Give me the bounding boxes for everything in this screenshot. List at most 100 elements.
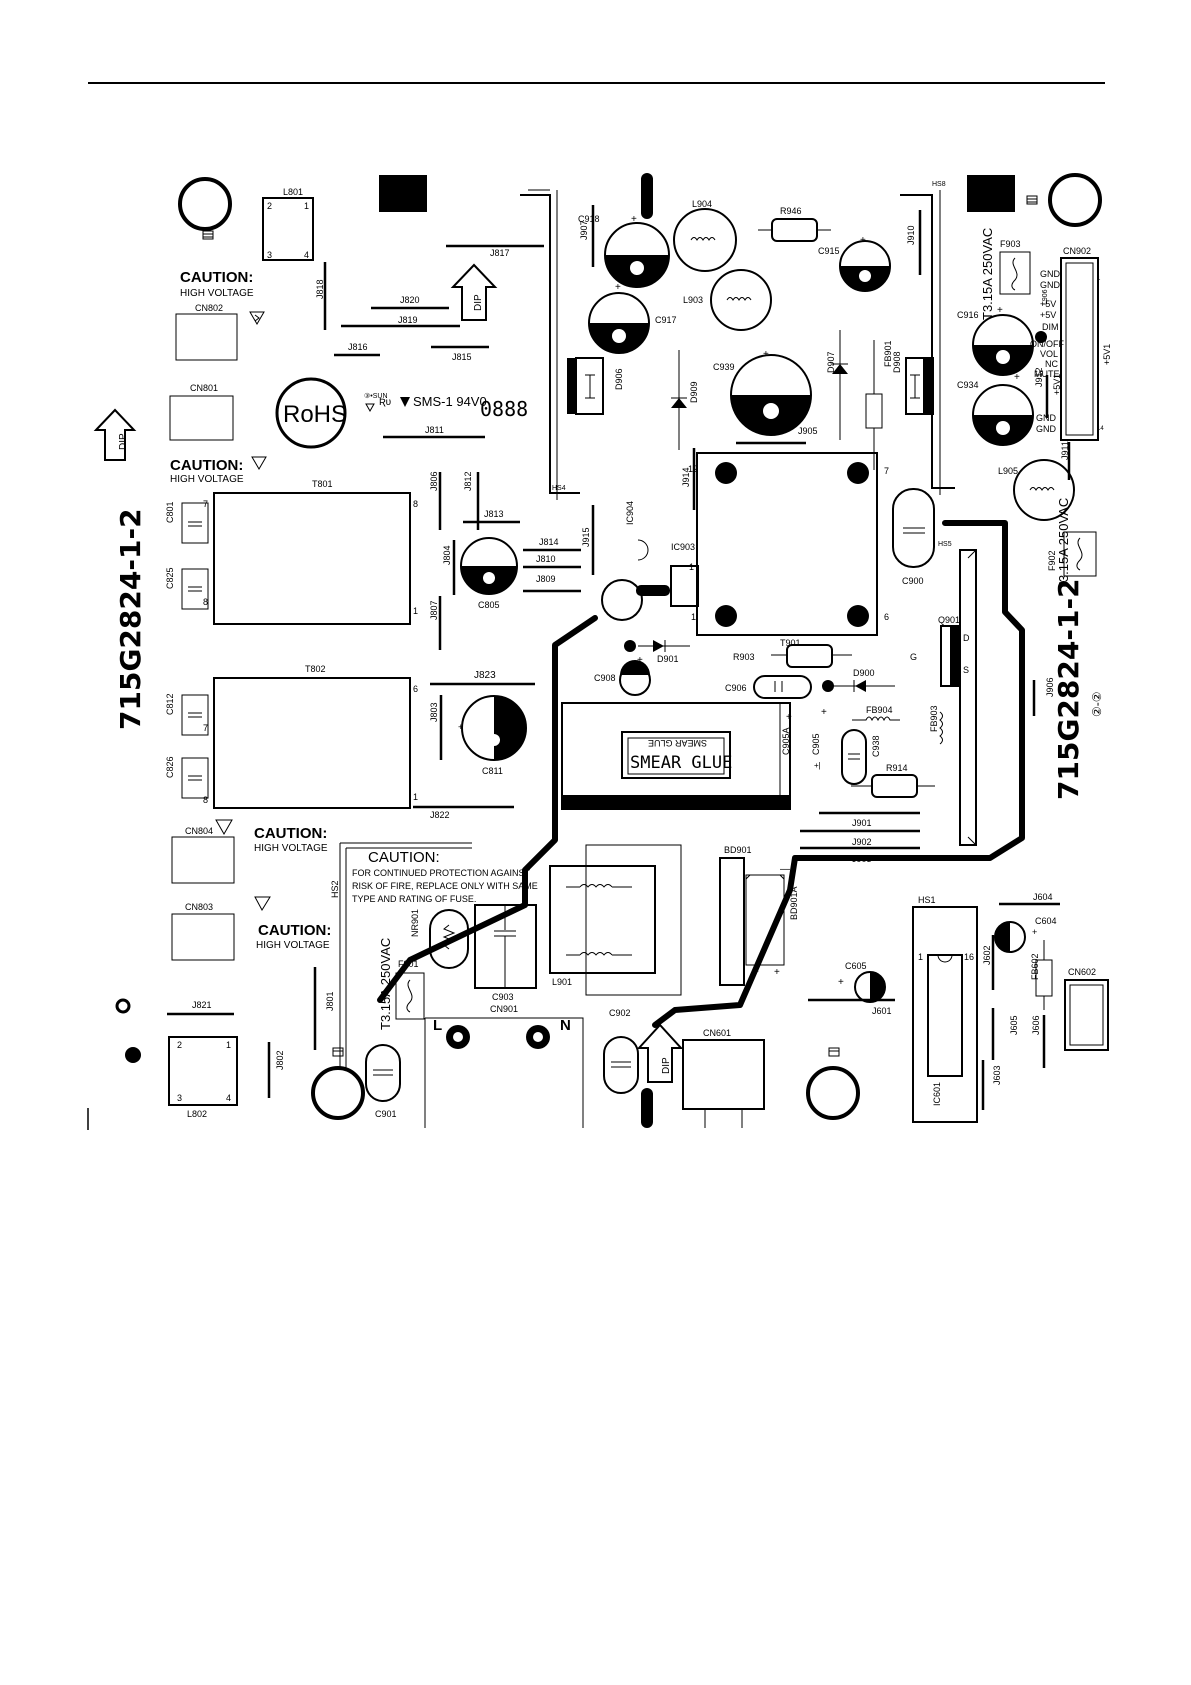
J820-jumper: J820: [371, 295, 449, 310]
svg-text:+5V: +5V: [1040, 299, 1056, 309]
board-code-left: 715G2824-1-2: [114, 508, 147, 730]
svg-text:+5V1: +5V1: [1102, 344, 1112, 365]
svg-text:GND: GND: [1040, 269, 1061, 279]
svg-text:1: 1: [689, 562, 694, 572]
svg-text:CN801: CN801: [190, 383, 218, 393]
svg-text:L904: L904: [692, 199, 712, 209]
C906-capacitor: C906: [725, 675, 812, 699]
J822-jumper: J822: [413, 805, 514, 820]
D906-diode: D906: [567, 357, 624, 415]
svg-text:CAUTION:: CAUTION:: [170, 457, 243, 474]
svg-text:D: D: [963, 633, 970, 643]
J602-jumper: J602: [982, 935, 995, 990]
svg-text:HIGH VOLTAGE: HIGH VOLTAGE: [170, 474, 244, 485]
J601-jumper: J601: [808, 998, 895, 1016]
svg-text:BD901A: BD901A: [789, 886, 799, 920]
J906-jumper: J906: [1032, 677, 1055, 716]
svg-text:7: 7: [203, 723, 208, 733]
svg-text:1: 1: [304, 201, 309, 211]
C905A-bulk-capacitor: C905A +: [561, 702, 792, 810]
svg-text:GND: GND: [1036, 413, 1057, 423]
J817-jumper: J817: [446, 244, 544, 258]
svg-text:J817: J817: [490, 248, 510, 258]
svg-text:7: 7: [203, 499, 208, 509]
J803-jumper: J803: [429, 695, 443, 760]
board-code-variant: ②-②: [1090, 691, 1104, 717]
svg-text:CN802: CN802: [195, 303, 223, 313]
svg-text:J910: J910: [906, 225, 916, 245]
L903-inductor: L903: [683, 269, 772, 331]
C905-capacitor: C905 + +|: [811, 707, 827, 770]
svg-text:J601: J601: [872, 1006, 892, 1016]
HS2-heatsink: HS2: [330, 842, 472, 1070]
svg-text:IC904: IC904: [625, 501, 635, 525]
J801-jumper: J801: [313, 967, 335, 1050]
J816-jumper: J816: [334, 342, 380, 357]
C605-capacitor: C605 +: [838, 961, 886, 1003]
NR901-thermistor: NR901: [410, 909, 469, 969]
J915-jumper: J915: [581, 505, 595, 575]
svg-text:C811: C811: [482, 766, 503, 776]
svg-text:RoHS: RoHS: [283, 401, 347, 428]
svg-text:J822: J822: [430, 810, 450, 820]
svg-text:HS2: HS2: [330, 880, 340, 898]
svg-text:CAUTION:: CAUTION:: [368, 849, 440, 866]
svg-text:1: 1: [226, 1040, 231, 1050]
heavy-trace-right: [652, 520, 1025, 1028]
svg-text:+5V1: +5V1: [1052, 374, 1062, 395]
svg-text:J821: J821: [192, 1000, 212, 1010]
J910-jumper: J910: [906, 210, 922, 275]
C908-capacitor: C908 +: [594, 655, 651, 696]
svg-text:DIM: DIM: [1042, 322, 1059, 332]
svg-text:BD901: BD901: [724, 845, 752, 855]
mains-input-terminals: L N: [424, 1017, 584, 1128]
svg-text:C826: C826: [165, 756, 175, 778]
svg-text:C903: C903: [492, 992, 514, 1002]
rohs-mark: RoHS: [275, 377, 347, 449]
J812-jumper: J812: [463, 471, 480, 530]
C811-capacitor: + C811: [458, 695, 527, 776]
svg-text:C605: C605: [845, 961, 867, 971]
svg-text:J606: J606: [1031, 1015, 1041, 1035]
FB904-ferrite: FB904: [852, 705, 900, 722]
svg-text:F903: F903: [1000, 239, 1021, 249]
F902-fuse: F902: [1047, 531, 1097, 577]
via-open: [115, 998, 131, 1014]
C918-capacitor: C918 +: [578, 214, 670, 288]
caution-high-voltage-4: CAUTION: HIGH VOLTAGE: [254, 896, 331, 951]
svg-text:GND: GND: [1036, 424, 1057, 434]
svg-text:+: +: [753, 967, 759, 978]
F903-fuse: F903: [999, 239, 1031, 295]
L901-common-mode-choke: L901: [549, 844, 682, 996]
svg-text:C915: C915: [818, 246, 840, 256]
CN803-connector: CN803: [171, 902, 235, 961]
J603-jumper: J603: [981, 1060, 1002, 1110]
R914-resistor: R914: [851, 763, 935, 798]
svg-text:L: L: [433, 1017, 442, 1034]
svg-text:J820: J820: [400, 295, 420, 305]
FB901-ferrite: FB901: [865, 340, 893, 470]
C938-capacitor: C938: [841, 729, 881, 785]
svg-text:D908: D908: [892, 351, 902, 373]
svg-text:+: +: [458, 722, 463, 732]
J907-jumper: J907: [579, 205, 595, 267]
svg-text:+: +: [1032, 927, 1037, 937]
L905-inductor: L905: [998, 459, 1075, 521]
svg-text:CN902: CN902: [1063, 246, 1091, 256]
svg-text:L906: L906: [1042, 289, 1049, 305]
svg-text:FB903: FB903: [929, 705, 939, 732]
C934-capacitor: C934 +: [957, 372, 1034, 446]
svg-text:8: 8: [413, 499, 418, 509]
svg-text:C900: C900: [902, 576, 924, 586]
svg-text:+: +: [631, 214, 637, 225]
svg-text:J801: J801: [325, 991, 335, 1011]
svg-text:4: 4: [304, 250, 309, 260]
F901-fuse: F901: [395, 959, 425, 1020]
C826-capacitor: C826: [165, 756, 209, 799]
C604-capacitor: C604 +: [994, 916, 1057, 953]
svg-text:J901: J901: [852, 818, 872, 828]
T901-transformer: 12 7 6 1 T901: [688, 452, 889, 648]
svg-text:D901: D901: [657, 654, 679, 664]
C939-capacitor: C939 + J905: [713, 349, 818, 445]
